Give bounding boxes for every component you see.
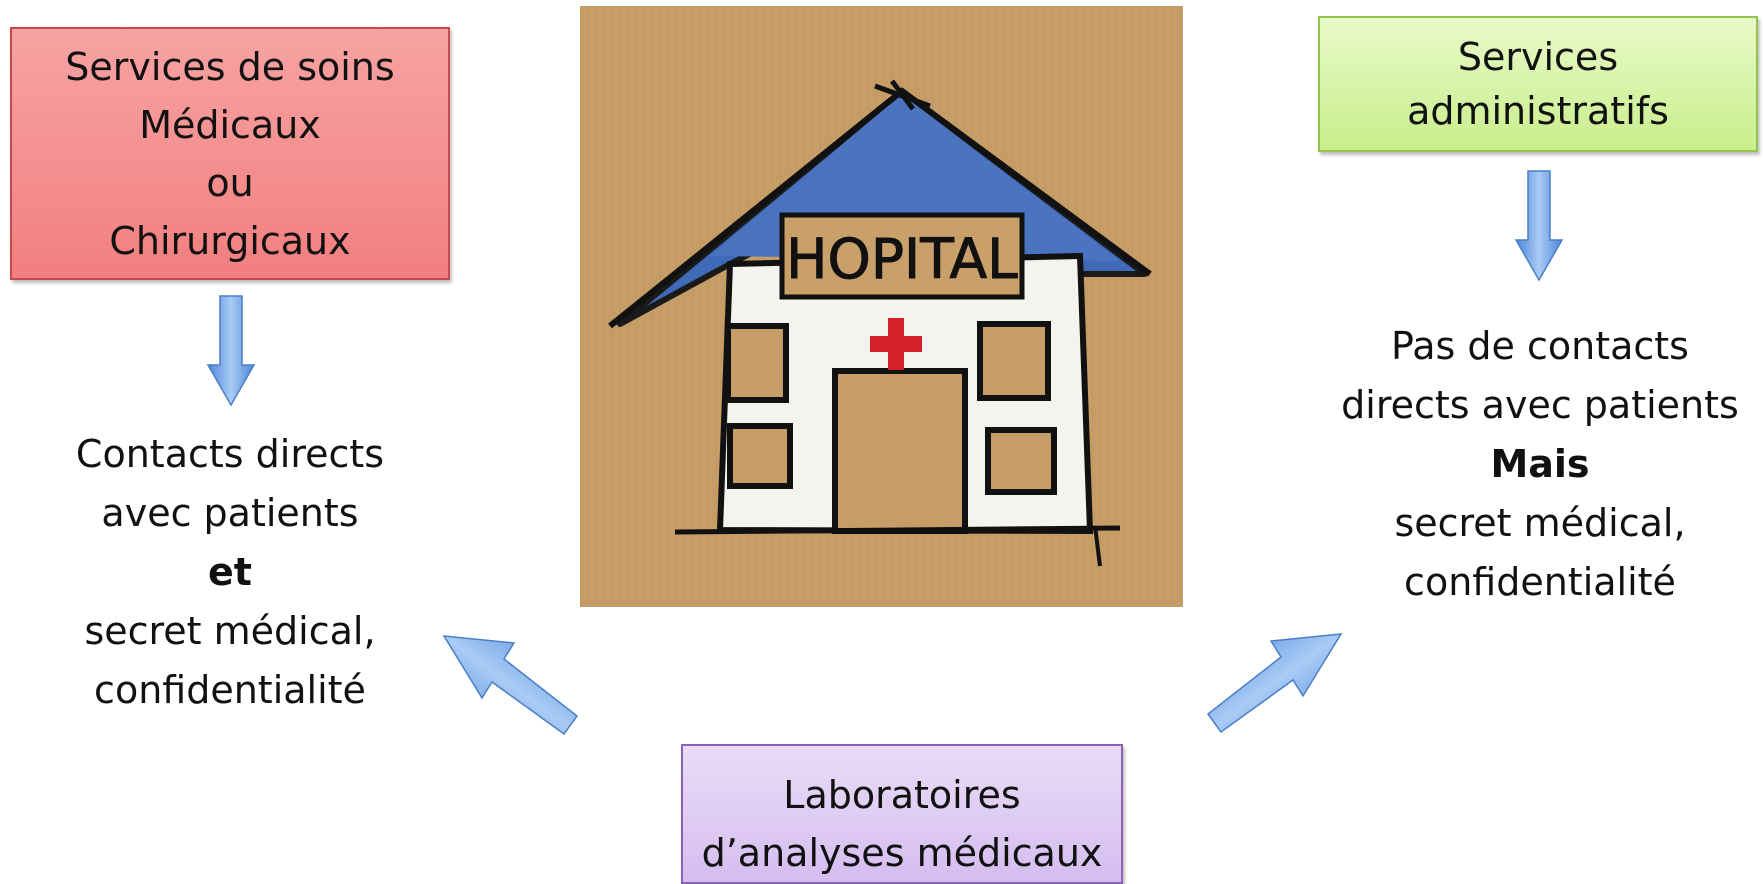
- administrative-services-box: Services administratifs: [1318, 16, 1758, 152]
- up-right-arrow-icon: [1206, 633, 1343, 734]
- medical-laboratories-box: Laboratoires d’analyses médicaux: [681, 744, 1123, 884]
- box-line: Services: [1457, 35, 1619, 79]
- box-line: d’analyses médicaux: [701, 831, 1103, 875]
- right-description: Pas de contacts directs avec patients Ma…: [1320, 317, 1760, 612]
- box-line: Services de soins: [65, 44, 395, 89]
- box-line: ou: [206, 160, 254, 205]
- right-line-1: Pas de contacts: [1391, 324, 1689, 368]
- right-line-3: secret médical,: [1394, 501, 1686, 545]
- down-arrow-icon: [1514, 170, 1564, 282]
- right-emphasis: Mais: [1490, 442, 1590, 486]
- right-line-4: confidentialité: [1404, 560, 1676, 604]
- left-line-1: Contacts directs: [75, 432, 385, 476]
- up-left-arrow-icon: [442, 635, 579, 736]
- left-line-4: confidentialité: [94, 668, 366, 712]
- box-line: Chirurgicaux: [109, 218, 351, 263]
- box-line: Laboratoires: [783, 773, 1021, 817]
- hospital-sign-text: HOPITAL: [786, 227, 1018, 291]
- left-line-3: secret médical,: [84, 609, 376, 653]
- left-description: Contacts directs avec patients et secret…: [20, 425, 440, 720]
- down-arrow-icon: [206, 295, 256, 407]
- box-line: administratifs: [1407, 89, 1669, 133]
- right-line-2: directs avec patients: [1341, 383, 1739, 427]
- medical-surgical-services-box: Services de soins Médicaux ou Chirurgica…: [10, 27, 450, 280]
- hospital-picture: HOPITAL: [580, 6, 1183, 607]
- left-line-2: avec patients: [101, 491, 359, 535]
- left-emphasis: et: [208, 550, 252, 594]
- box-line: Médicaux: [139, 102, 321, 147]
